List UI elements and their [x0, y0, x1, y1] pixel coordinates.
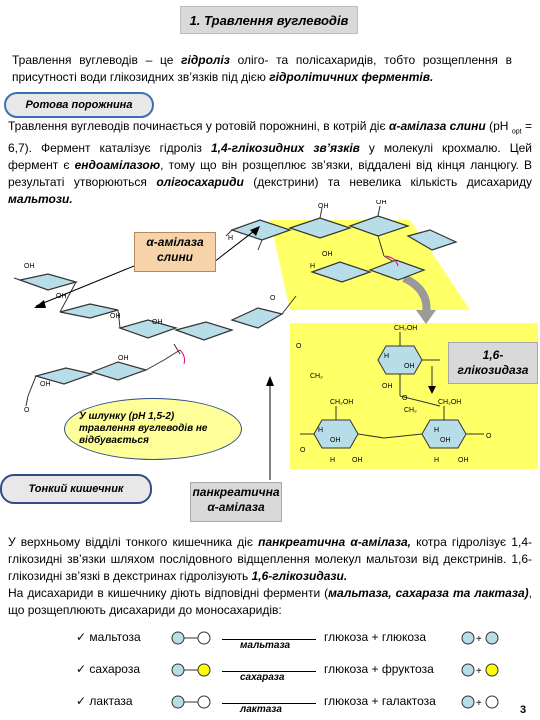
check-icon: ✓ — [76, 662, 87, 676]
reaction-result: глюкоза + глюкоза — [324, 630, 427, 644]
svg-text:+: + — [476, 634, 482, 645]
reaction-result: глюкоза + галактоза — [324, 694, 436, 708]
oral-paragraph: Травлення вуглеводів починається у ротов… — [8, 118, 532, 208]
svg-text:CH₂OH: CH₂OH — [330, 399, 353, 406]
svg-text:H: H — [228, 235, 233, 242]
oral-text-2: = 6,7). Фермент каталізує гідроліз — [8, 119, 533, 156]
intestine-term-glucosidase: 1,6-глікозидази. — [251, 569, 348, 583]
svg-text:OH: OH — [330, 437, 341, 444]
intestine-term-amylase: панкреатична α-амілаза, — [258, 535, 411, 549]
svg-text:OH: OH — [40, 381, 51, 388]
oral-term-endo: ендоамілазою — [74, 158, 161, 173]
enzyme-label: лактаза — [240, 704, 282, 715]
disaccharide-item: ✓ лактаза — [76, 694, 133, 708]
glucosidase-label: 1,6-глікозидаза — [448, 342, 538, 384]
svg-text:CH₂OH: CH₂OH — [394, 325, 417, 332]
page-number: 3 — [520, 704, 527, 716]
oral-term-bonds: 1,4-глікозидних зв’язків — [210, 141, 360, 156]
svg-text:H: H — [330, 457, 335, 464]
svg-text:OH: OH — [152, 319, 163, 326]
monosaccharide-pair-icon: + — [461, 663, 499, 677]
intestine-text-4: , що розщеплюють дисахариди до моносахар… — [8, 586, 532, 617]
svg-text:OH: OH — [404, 363, 415, 370]
reaction-result: глюкоза + фруктоза — [324, 662, 434, 676]
svg-text:OH: OH — [56, 293, 67, 300]
intro-text-2: оліго- та полісахаридів, тобто розщеплен… — [12, 53, 512, 84]
intestine-text-2: котра гідролізує 1,4-глікозидні зв’язки … — [8, 535, 532, 583]
svg-text:OH: OH — [24, 263, 35, 270]
oral-text-3: у молекулі крохмалю. Цей фермент є — [8, 141, 533, 173]
check-icon: ✓ — [76, 630, 87, 644]
disaccharide-molecule-icon — [171, 631, 211, 645]
amylase-saliva-label: α-амілаза слини — [134, 232, 216, 272]
svg-text:O: O — [402, 395, 408, 402]
svg-text:OH: OH — [376, 200, 387, 206]
oral-text-5: (декстрини) та невелика кількість дисаха… — [243, 175, 533, 190]
svg-text:+: + — [476, 666, 482, 677]
svg-text:OH: OH — [318, 203, 329, 210]
svg-text:O: O — [296, 343, 302, 350]
svg-text:O: O — [486, 433, 492, 440]
intro-paragraph: Травлення вуглеводів – це гідроліз оліго… — [12, 52, 512, 86]
svg-text:OH: OH — [458, 457, 469, 464]
small-intestine-label: Тонкий кишечник — [0, 474, 152, 504]
oral-cavity-label: Ротова порожнина — [4, 92, 154, 118]
reaction-arrow — [222, 639, 316, 640]
stomach-note: У шлунку (рН 1,5-2) травлення вуглеводів… — [64, 398, 242, 460]
oral-text-4: , тому що він розщеплює зв’язки, віддале… — [8, 158, 533, 190]
disaccharide-molecule-icon — [171, 695, 211, 709]
svg-text:H: H — [318, 427, 323, 434]
svg-text:H: H — [434, 427, 439, 434]
intestine-term-enzymes: мальтаза, сахараза та лактаза) — [328, 586, 529, 600]
intro-term-hydrolysis: гідроліз — [181, 53, 230, 67]
enzyme-label: мальтаза — [240, 640, 291, 651]
oral-text: Травлення вуглеводів починається у ротов… — [8, 119, 389, 133]
disaccharide-molecule-icon — [171, 663, 211, 677]
pancreatic-amylase-label: панкреатична α-амілаза — [190, 482, 282, 522]
page-title: 1. Травлення вуглеводів — [180, 6, 358, 34]
svg-text:O: O — [24, 407, 30, 414]
svg-text:OH: OH — [382, 383, 393, 390]
intestine-paragraph: У верхньому відділі тонкого кишечника ді… — [8, 534, 532, 619]
svg-text:H: H — [310, 263, 315, 270]
disaccharide-name: лактаза — [89, 694, 133, 708]
oral-term-maltose: мальтози. — [8, 192, 73, 207]
starch-chain-upper — [230, 215, 458, 251]
oral-term-amylase: α-амілаза слини — [389, 119, 486, 133]
svg-text:O: O — [300, 447, 306, 454]
svg-text:H: H — [384, 353, 389, 360]
oral-term-oligo: олігосахариди — [156, 175, 244, 190]
svg-text:H: H — [434, 457, 439, 464]
oral-text-ph: (pH — [485, 119, 512, 133]
svg-text:OH: OH — [440, 437, 451, 444]
oral-ph-sub: opt — [511, 128, 522, 136]
svg-text:O: O — [270, 295, 276, 302]
disaccharide-name: сахароза — [89, 662, 141, 676]
disaccharide-item: ✓ мальтоза — [76, 630, 141, 644]
intestine-text-3: На дисахариди в кишечнику діють відповід… — [8, 586, 329, 600]
svg-text:OH: OH — [352, 457, 363, 464]
svg-text:CH₂: CH₂ — [404, 407, 417, 414]
intro-term-enzymes: гідролітичних ферментів. — [269, 70, 434, 84]
disaccharide-name: мальтоза — [89, 630, 141, 644]
svg-text:OH: OH — [322, 251, 333, 258]
enzyme-label: сахараза — [240, 672, 285, 683]
reaction-arrow — [222, 703, 316, 704]
svg-text:+: + — [476, 698, 482, 709]
disaccharide-item: ✓ сахароза — [76, 662, 140, 676]
curved-arrow-head — [416, 310, 436, 324]
svg-text:OH: OH — [118, 355, 129, 362]
reaction-arrow — [222, 671, 316, 672]
svg-text:CH₂: CH₂ — [310, 373, 323, 380]
check-icon: ✓ — [76, 694, 87, 708]
intro-text: Травлення вуглеводів – це — [12, 53, 182, 67]
intestine-text: У верхньому відділі тонкого кишечника ді… — [8, 535, 259, 549]
monosaccharide-pair-icon: + — [461, 695, 499, 709]
svg-text:OH: OH — [110, 313, 121, 320]
svg-text:CH₂OH: CH₂OH — [438, 399, 461, 406]
monosaccharide-pair-icon: + — [461, 631, 499, 645]
